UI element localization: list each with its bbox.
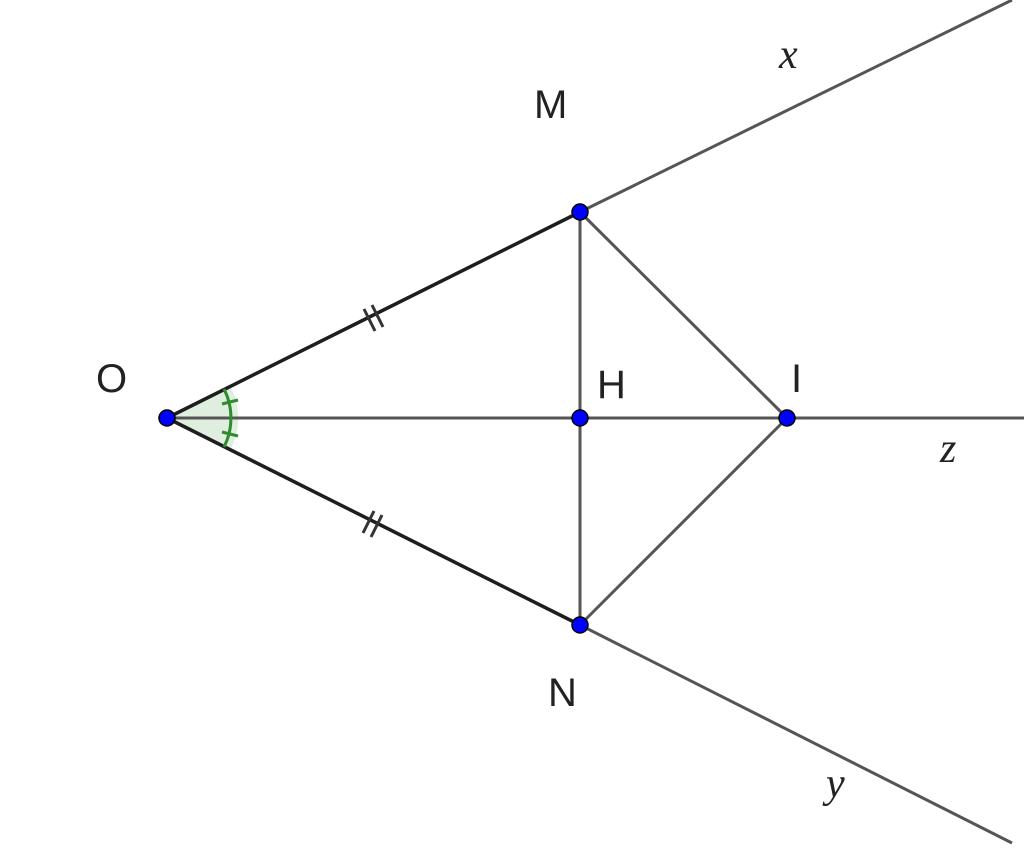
label-ray-x: x bbox=[778, 32, 798, 78]
point-o bbox=[158, 409, 176, 427]
label-i: I bbox=[791, 357, 802, 401]
ray-oy bbox=[579, 623, 1013, 845]
segment-mi bbox=[578, 210, 789, 420]
point-h bbox=[571, 409, 589, 427]
label-ray-y: y bbox=[822, 761, 845, 807]
angle-tick-lower bbox=[221, 430, 239, 438]
label-ray-z: z bbox=[939, 426, 956, 472]
label-o: O bbox=[96, 357, 127, 401]
point-n bbox=[571, 616, 589, 634]
angle-tick-upper bbox=[221, 398, 239, 406]
segment-om bbox=[166, 210, 581, 420]
segment-on bbox=[166, 416, 581, 627]
label-m: M bbox=[534, 83, 567, 127]
point-i bbox=[778, 409, 796, 427]
point-m bbox=[571, 203, 589, 221]
ray-ox bbox=[579, 0, 1013, 214]
angle-arc-o bbox=[222, 388, 233, 448]
equal-mark-om bbox=[362, 304, 385, 332]
label-n: N bbox=[548, 671, 577, 715]
label-h: H bbox=[597, 363, 626, 407]
segment-ni bbox=[578, 416, 789, 627]
equal-mark-on bbox=[361, 510, 384, 538]
